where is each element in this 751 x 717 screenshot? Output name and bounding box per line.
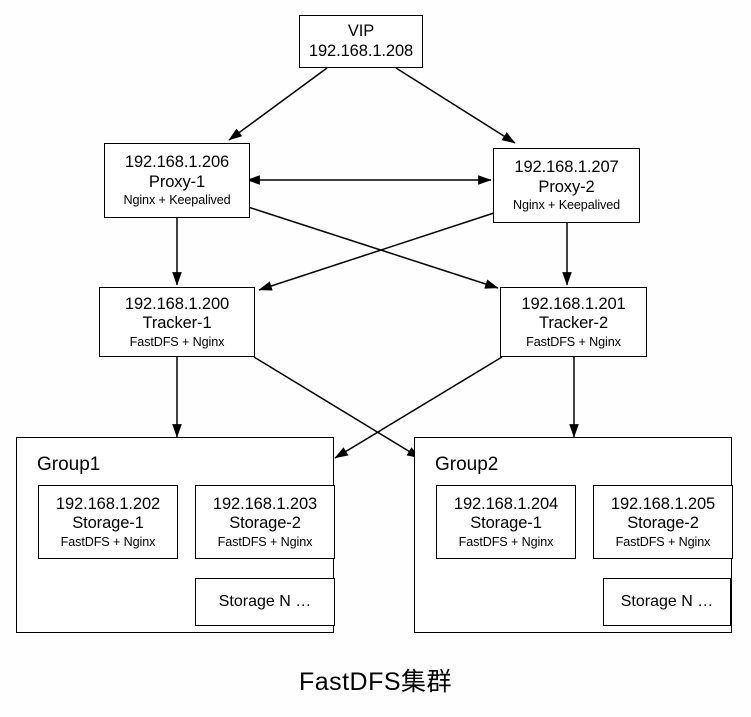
group1-storage-2-name: Storage-2 — [229, 514, 301, 533]
node-group2-storage-1[interactable]: 192.168.1.204 Storage-1 FastDFS + Nginx — [436, 485, 576, 559]
node-group2-storage-2[interactable]: 192.168.1.205 Storage-2 FastDFS + Nginx — [593, 485, 733, 559]
group-2-container[interactable]: Group2 192.168.1.204 Storage-1 FastDFS +… — [414, 437, 733, 633]
node-proxy-2[interactable]: 192.168.1.207 Proxy-2 Nginx + Keepalived — [493, 148, 640, 223]
proxy-1-stack: Nginx + Keepalived — [123, 193, 231, 208]
tracker-2-ip: 192.168.1.201 — [521, 294, 626, 313]
node-group1-storage-n[interactable]: Storage N … — [195, 578, 335, 626]
tracker-1-ip: 192.168.1.200 — [124, 294, 230, 313]
node-vip[interactable]: VIP 192.168.1.208 — [299, 15, 423, 68]
group2-storage-1-ip: 192.168.1.204 — [453, 494, 559, 513]
node-tracker-2[interactable]: 192.168.1.201 Tracker-2 FastDFS + Nginx — [500, 287, 647, 357]
node-group2-storage-n[interactable]: Storage N … — [603, 578, 731, 626]
group2-storage-n-label: Storage N … — [620, 593, 714, 610]
edge-proxy2-to-tracker1 — [258, 211, 498, 291]
tracker-1-stack: FastDFS + Nginx — [129, 334, 225, 349]
group-1-container[interactable]: Group1 192.168.1.202 Storage-1 FastDFS +… — [16, 437, 335, 633]
group2-storage-2-name: Storage-2 — [627, 514, 699, 533]
node-group1-storage-1[interactable]: 192.168.1.202 Storage-1 FastDFS + Nginx — [38, 485, 178, 559]
group-2-title: Group2 — [435, 454, 499, 475]
edge-proxy1-to-tracker2 — [247, 206, 499, 289]
group1-storage-1-ip: 192.168.1.202 — [55, 494, 161, 513]
proxy-2-name: Proxy-2 — [538, 177, 595, 196]
node-tracker-1[interactable]: 192.168.1.200 Tracker-1 FastDFS + Nginx — [99, 287, 255, 357]
proxy-2-stack: Nginx + Keepalived — [512, 198, 621, 213]
group1-storage-1-name: Storage-1 — [72, 514, 144, 533]
proxy-1-name: Proxy-1 — [148, 172, 206, 191]
node-proxy-1[interactable]: 192.168.1.206 Proxy-1 Nginx + Keepalived — [104, 143, 250, 218]
group-1-title: Group1 — [37, 454, 101, 475]
group1-storage-2-ip: 192.168.1.203 — [212, 494, 318, 513]
group1-storage-2-stack: FastDFS + Nginx — [217, 534, 313, 549]
proxy-1-ip: 192.168.1.206 — [124, 153, 230, 172]
group1-storage-n-label: Storage N … — [218, 593, 312, 610]
edge-vip-to-proxy1 — [228, 67, 328, 141]
diagram-caption: FastDFS集群 — [298, 668, 453, 696]
proxy-2-ip: 192.168.1.207 — [514, 158, 619, 177]
edge-vip-to-proxy2 — [395, 67, 516, 144]
node-group1-storage-2[interactable]: 192.168.1.203 Storage-2 FastDFS + Nginx — [195, 485, 335, 559]
vip-label: VIP — [347, 22, 375, 41]
group2-storage-2-stack: FastDFS + Nginx — [615, 534, 711, 549]
tracker-1-name: Tracker-1 — [142, 314, 212, 333]
group2-storage-2-ip: 192.168.1.205 — [610, 494, 716, 513]
tracker-2-name: Tracker-2 — [538, 314, 609, 333]
tracker-2-stack: FastDFS + Nginx — [526, 334, 621, 349]
group2-storage-1-name: Storage-1 — [470, 514, 542, 533]
vip-address: 192.168.1.208 — [308, 41, 414, 60]
group2-storage-1-stack: FastDFS + Nginx — [458, 534, 554, 549]
group1-storage-1-stack: FastDFS + Nginx — [60, 534, 156, 549]
